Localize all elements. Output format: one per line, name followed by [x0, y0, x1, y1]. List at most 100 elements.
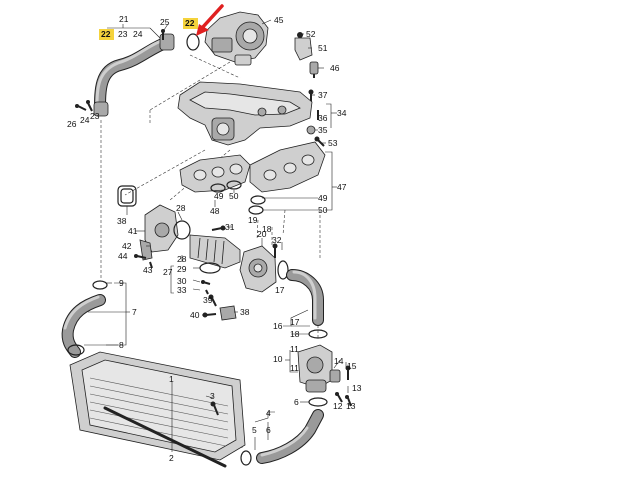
runner-48: [179, 154, 251, 193]
assembly-guide-lines: [100, 54, 321, 450]
callout-23-left: 23: [90, 111, 100, 121]
callout-47: 47: [337, 182, 347, 192]
callout-22-left: 22: [101, 29, 111, 39]
callout-11-bottom: 11: [290, 363, 299, 373]
bolt-31: [211, 225, 226, 231]
seal-50-right: [248, 205, 264, 215]
throttle-housing-20: [239, 245, 277, 293]
callout-42: 42: [122, 241, 132, 251]
callout-34: 34: [337, 108, 347, 118]
bolt-3: [210, 401, 219, 416]
callout-50-right: 50: [318, 205, 328, 215]
callout-39: 39: [203, 295, 213, 305]
intake-manifold-34: [177, 81, 313, 146]
callout-35: 35: [318, 125, 328, 135]
clamp-29: [199, 262, 221, 274]
callout-52: 52: [306, 29, 316, 39]
bolts-26-24: [75, 100, 93, 112]
hose-17: [286, 269, 324, 326]
callout-19: 19: [248, 215, 258, 225]
callout-7: 7: [132, 307, 137, 317]
seal-49-left: [210, 183, 226, 193]
callout-38-lower: 38: [240, 307, 250, 317]
callout-51: 51: [318, 43, 328, 53]
callout-10: 10: [273, 354, 283, 364]
hose-7: [61, 294, 106, 358]
callout-31: 31: [225, 222, 235, 232]
callout-18-right: 18: [290, 329, 300, 339]
callout-22-right: 22: [185, 18, 195, 28]
throttle-body-41: [144, 204, 179, 253]
intake-pipe-27: [189, 234, 241, 269]
callout-49-right: 49: [318, 193, 328, 203]
highlight-22-left: [99, 29, 114, 40]
callout-14: 14: [334, 356, 344, 366]
callout-6-right: 6: [294, 397, 299, 407]
callout-11-top: 11: [290, 344, 299, 354]
sensor-46: [309, 61, 319, 78]
callout-4: 4: [266, 408, 271, 418]
bracket-51: [294, 32, 313, 61]
callout-43: 43: [143, 265, 153, 275]
callout-18-top: 18: [262, 224, 272, 234]
bracket-42: [139, 239, 153, 261]
callout-6-lower: 6: [266, 425, 271, 435]
clamp-6-right: [308, 397, 328, 407]
callout-45: 45: [274, 15, 284, 25]
callout-25: 25: [160, 17, 170, 27]
callout-27: 27: [163, 267, 173, 277]
callout-32: 32: [272, 235, 282, 245]
hose-4: [256, 409, 324, 464]
clamp-9: [92, 280, 108, 290]
o-ring-22: [186, 33, 200, 51]
callout-16: 16: [273, 321, 283, 331]
callout-46: 46: [330, 63, 340, 73]
intercooler-1: [69, 351, 246, 461]
seal-strip-2: [103, 406, 227, 468]
callout-leaders: [84, 19, 352, 452]
callout-26: 26: [67, 119, 77, 129]
callout-37: 37: [318, 90, 328, 100]
callout-49-left: 49: [214, 191, 224, 201]
sensor-14: [329, 369, 341, 383]
callout-30: 30: [177, 276, 187, 286]
bolt-37: [308, 89, 314, 102]
callout-17-right: 17: [290, 317, 300, 327]
bolts-12-13: [335, 392, 352, 407]
callout-17-mid: 17: [275, 285, 285, 295]
callout-15: 15: [347, 361, 357, 371]
callout-36: 36: [318, 113, 328, 123]
bolt-39: [208, 294, 217, 307]
highlight-22-right: [183, 18, 198, 29]
clamp-18: [277, 260, 289, 280]
callout-23-top: 23: [118, 29, 128, 39]
callout-labels: 22 23 24 21 25 22 45 52 51 46 37 34 36 3…: [67, 14, 362, 463]
callout-40: 40: [190, 310, 200, 320]
red-arrow-icon: [196, 4, 224, 36]
callout-38-left: 38: [117, 216, 127, 226]
bracket-38-lower: [219, 305, 237, 321]
callout-21: 21: [119, 14, 129, 24]
clamp-8: [67, 344, 85, 356]
turbocharger-45: [204, 11, 269, 66]
callout-2: 2: [169, 453, 174, 463]
clamp-5: [240, 450, 252, 466]
bolt-15: [345, 365, 351, 380]
callout-12: 12: [333, 401, 343, 411]
bolts-30-33: [201, 280, 211, 295]
callout-50-left: 50: [229, 191, 239, 201]
callout-24-top: 24: [133, 29, 143, 39]
callout-8: 8: [119, 340, 124, 350]
callout-28-top: 28: [176, 203, 186, 213]
callout-41: 41: [128, 226, 138, 236]
gasket-38: [117, 185, 137, 207]
o-ring-28: [173, 220, 191, 240]
callout-13-bottom: 13: [346, 401, 356, 411]
hose-21: [93, 33, 175, 117]
charge-pipe-10: [297, 344, 333, 393]
callout-9: 9: [119, 278, 124, 288]
callout-1: 1: [169, 374, 174, 384]
runner-47: [249, 141, 326, 193]
callout-33: 33: [177, 285, 187, 295]
